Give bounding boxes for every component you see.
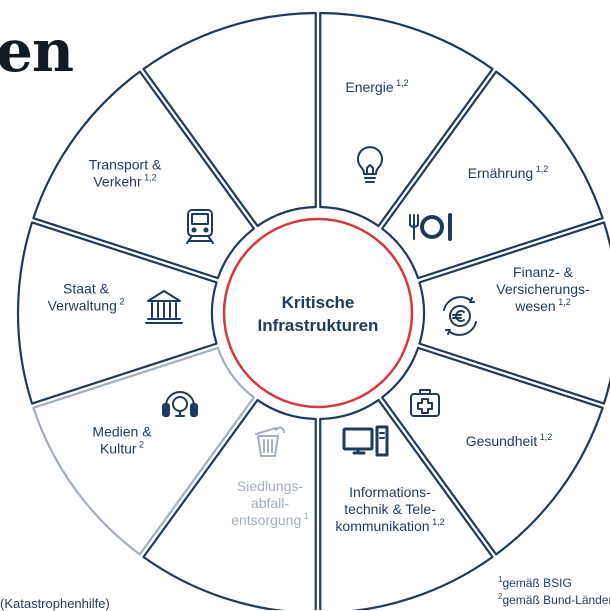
sector-label-line: Medien &	[92, 424, 152, 440]
trash-bin-icon	[255, 426, 285, 457]
sector-label-line: Energie 1,2	[345, 78, 408, 95]
footnote-mark: 1,2	[394, 78, 409, 88]
footnote-mark: 1,2	[537, 432, 552, 442]
computer-icon	[342, 425, 389, 457]
bottom-partial-text: (Katastrophenhilfe)	[0, 596, 110, 611]
sector-wedge	[418, 221, 610, 405]
footnote-mark: 1,2	[533, 164, 548, 174]
sector-label-line: Ernährung 1,2	[468, 164, 548, 181]
footnote-mark: 1,2	[556, 297, 571, 307]
sector-label: Medien &Kultur 2	[92, 424, 152, 457]
center-circle	[222, 217, 414, 409]
footnote-mark: 1,2	[430, 517, 445, 527]
sector-label-line: kommunikation 1,2	[335, 517, 444, 534]
footnote-mark: 1,2	[142, 173, 157, 183]
footnotes: 1gemäß BSIG 2gemäß Bund-Länder	[498, 573, 610, 607]
sector-wedge	[16, 221, 218, 405]
sector-label-line: technik & Tele-	[344, 501, 436, 517]
headset-icon	[162, 391, 198, 417]
lightbulb-icon	[357, 146, 383, 183]
sector-label-line: entsorgung 1	[231, 511, 309, 528]
sector-wedge	[381, 70, 604, 280]
sector-label-line: Gesundheit 1,2	[466, 432, 553, 449]
sector-label-line: Versicherungs-	[496, 281, 590, 297]
sector-label: Energie 1,2	[345, 78, 408, 95]
sector-label-line: Verwaltung 2	[48, 297, 125, 314]
sector-label: Ernährung 1,2	[468, 164, 548, 181]
sector-wedge	[381, 346, 604, 556]
sector-wedge	[32, 70, 255, 280]
cutlery-plate-icon	[409, 213, 452, 241]
sector-label-line: Transport &	[89, 157, 162, 173]
sector-label: Staat &Verwaltung 2	[48, 281, 125, 314]
sector-label: Transport &Verkehr 1,2	[89, 157, 162, 190]
government-building-icon	[145, 290, 183, 324]
sector-label-line: Staat &	[63, 281, 110, 297]
footnote-mark: 1	[301, 511, 309, 521]
sector-wedge	[142, 11, 317, 228]
sector-label-line: abfall-	[251, 495, 289, 511]
sector-label: Siedlungs-abfall-entsorgung 1	[231, 478, 309, 528]
footnote-2: 2gemäß Bund-Länder	[498, 592, 610, 607]
euro-cycle-icon	[443, 296, 477, 336]
sector-wedge	[32, 346, 255, 556]
sector-label-line: Siedlungs-	[237, 478, 303, 494]
sector-label: Informations-technik & Tele-kommunikatio…	[335, 484, 444, 534]
center-title-line-2: Infrastrukturen	[258, 316, 379, 335]
first-aid-kit-icon	[410, 389, 440, 417]
center-title-line-1: Kritische	[282, 293, 355, 312]
sector-label-line: Kultur 2	[100, 440, 144, 457]
train-icon	[186, 209, 214, 244]
sector-label-line: Informations-	[349, 484, 431, 500]
partial-heading: en	[0, 17, 74, 85]
sector-label: Gesundheit 1,2	[466, 432, 553, 449]
sector-label-line: Finanz- &	[513, 264, 574, 280]
footnote-1: 1gemäß BSIG	[498, 575, 572, 590]
footnote-mark: 2	[117, 297, 125, 307]
footnote-mark: 2	[137, 440, 145, 450]
sector-label-line: Verkehr 1,2	[93, 173, 156, 190]
